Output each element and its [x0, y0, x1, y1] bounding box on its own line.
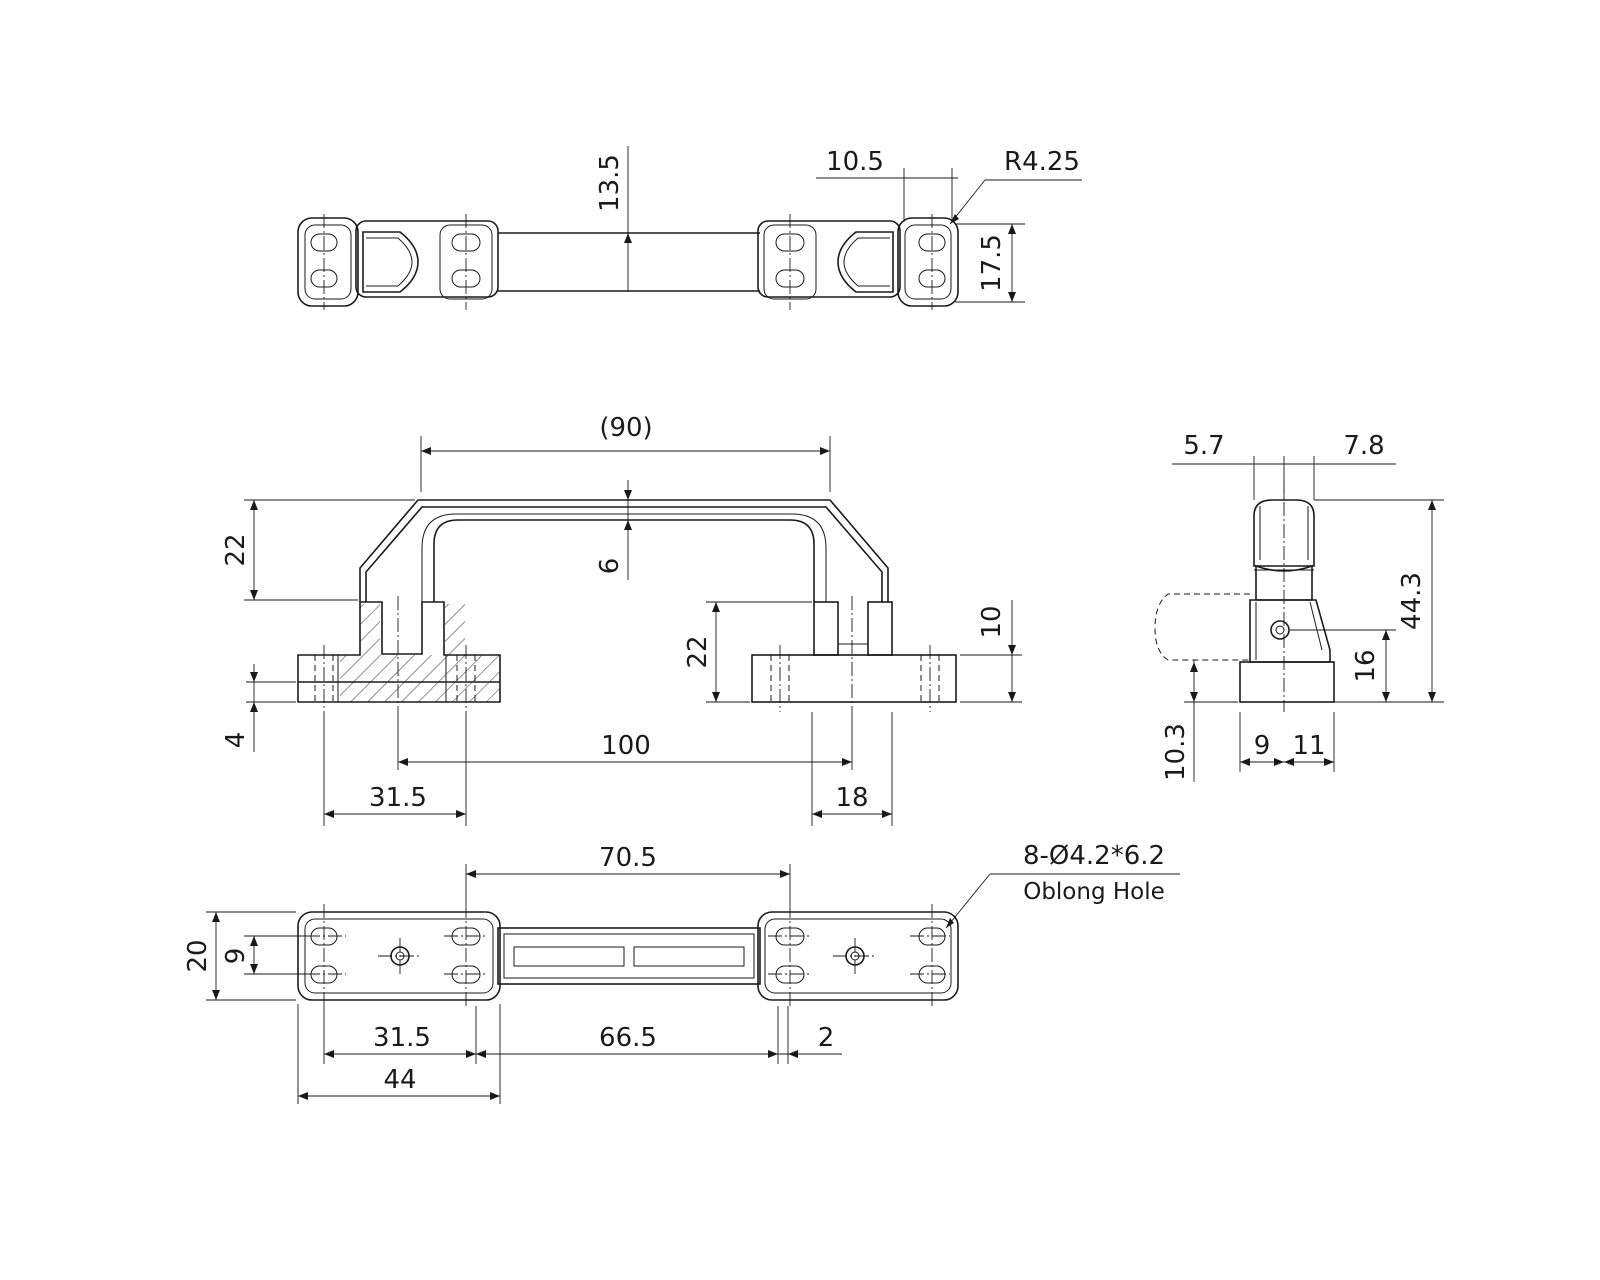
dim-side-right: 7.8 [1343, 431, 1384, 461]
dim-front-right-height: 22 [683, 635, 713, 668]
dim-side-pivot: 16 [1351, 649, 1381, 682]
top-view-dimensions: 13.5 10.5 R4.25 17.5 [595, 146, 1082, 303]
side-view-dimensions: 5.7 7.8 44.3 16 10.3 9 11 [1161, 431, 1444, 782]
dim-side-base: 10.3 [1161, 723, 1191, 781]
dim-front-plate: 4 [221, 732, 251, 749]
dim-front-height: 22 [221, 533, 251, 566]
front-view [297, 499, 957, 712]
top-view [297, 214, 959, 310]
front-view-dimensions: (90) 22 6 22 10 4 100 [221, 413, 1022, 826]
dim-bottom-center: 66.5 [599, 1023, 657, 1053]
dim-front-base: 10 [977, 605, 1007, 638]
dim-front-rib: 6 [595, 558, 625, 575]
dim-bottom-width: 20 [183, 939, 213, 972]
dim-top-radius-offset: 10.5 [826, 147, 884, 177]
dim-front-left-holes: 31.5 [369, 783, 427, 813]
dim-bottom-left-holes: 31.5 [373, 1023, 431, 1053]
dim-bottom-plate: 44 [383, 1065, 416, 1095]
dim-front-span: (90) [599, 413, 652, 443]
dim-top-radius: R4.25 [1004, 147, 1080, 177]
dim-top-width: 17.5 [977, 234, 1007, 292]
hole-type-note: Oblong Hole [1023, 879, 1165, 905]
side-view [1154, 480, 1335, 712]
dim-bottom-hole-pitch: 9 [221, 948, 251, 965]
bottom-view-dimensions: 70.5 20 9 31.5 66.5 2 44 8- [183, 841, 1180, 1104]
bottom-view [297, 904, 959, 1006]
dim-side-base-right: 11 [1292, 731, 1325, 761]
dim-side-left: 5.7 [1183, 431, 1224, 461]
dim-side-total: 44.3 [1397, 572, 1427, 630]
dim-bottom-span: 70.5 [599, 843, 657, 873]
dim-front-center: 100 [601, 731, 651, 761]
dim-front-right-holes: 18 [835, 783, 868, 813]
dim-side-base-left: 9 [1254, 731, 1271, 761]
hole-spec-note: 8-Ø4.2*6.2 [1023, 841, 1165, 871]
dim-bottom-gap: 2 [818, 1023, 835, 1053]
dim-top-height: 13.5 [595, 154, 625, 212]
